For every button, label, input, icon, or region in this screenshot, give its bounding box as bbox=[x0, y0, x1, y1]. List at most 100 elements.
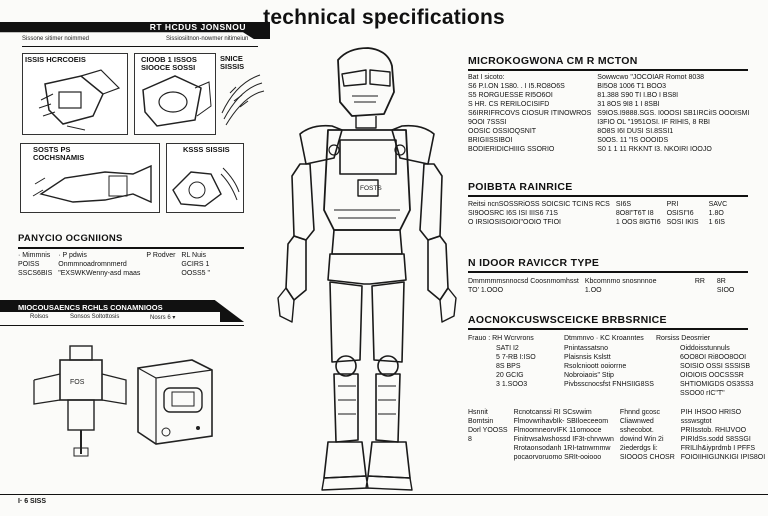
cell: 1 OOS 8IGTI6 bbox=[615, 219, 661, 226]
robot-pelvis bbox=[327, 253, 407, 285]
sec4-left-col-2: Pnintassatsno Plaisnsis Kslstt Rsolcnioo… bbox=[564, 344, 654, 389]
sec4-right-head-1: Rorsiss Deosrrier bbox=[656, 335, 711, 342]
cell: 1.8O bbox=[708, 210, 724, 217]
cell bbox=[468, 444, 514, 453]
cell: 2iederdgs li: bbox=[619, 445, 658, 452]
cell: Dmmmmmsnnocsd Coosnmomhsst bbox=[468, 278, 579, 285]
detail-box-leg: KSSS SISSIS bbox=[166, 143, 244, 213]
cell: BRIGIISSIBOI bbox=[468, 137, 513, 144]
table-row: Dorl YOOSS FlmoomneorvIFK 11omooce sshecob… bbox=[468, 426, 768, 435]
table-row: Rrotaonsodanh 1RI-tatnwrnmw 2iederdgs li:… bbox=[468, 444, 768, 453]
cell: 8 bbox=[468, 436, 472, 443]
cell: 8O8S I6I DUSI SI.8SSI1 bbox=[597, 128, 674, 135]
cell: SOSI IKIS bbox=[666, 219, 699, 226]
cell: Dorl YOOSS bbox=[468, 427, 508, 434]
cell: sshecobot. bbox=[619, 427, 654, 434]
robot-shoulder-right bbox=[391, 124, 435, 165]
cell: 1.OO bbox=[584, 287, 602, 294]
cell: PIRIdSs.sodd S8SSGI bbox=[680, 436, 751, 443]
operations-title: PANYCIO OCGNIIONS bbox=[18, 233, 123, 244]
cell: OOSIC OSSIOQSNIT bbox=[468, 128, 537, 135]
cell: FlmovwrihavbIk- SBIloeceeom bbox=[513, 418, 609, 425]
leg-detail-drawing bbox=[172, 167, 240, 207]
hand-detail-drawing bbox=[38, 69, 121, 131]
sec4-right-head-2: Oiddoisstunnuls bbox=[680, 345, 730, 352]
servo-box-drawing bbox=[137, 359, 213, 445]
cell: Rcnotcanssi RI SCsvwim bbox=[513, 409, 592, 416]
list-item: 3 1.SOO3 bbox=[496, 381, 528, 388]
detail-box-wires: SNICE SISSIS bbox=[216, 53, 268, 133]
detail-box-joint: CIOOB 1 ISSOS SIOOCE SOSSI bbox=[134, 53, 216, 135]
cell: pocaorvoruomo SRIt-ooiooo bbox=[513, 454, 602, 461]
robot-foot-right bbox=[367, 441, 411, 479]
cell bbox=[695, 286, 717, 295]
left-top-rule bbox=[22, 46, 258, 47]
table-row: OOSIC OSSIOQSNIT 8O8S I6I DUSI SI.8SSI1 bbox=[468, 127, 755, 136]
section-1-table: Bat I sicoto:Sowwcwo "JOCOIAR Romot 8038… bbox=[468, 73, 755, 154]
cell: SI6S bbox=[615, 201, 632, 208]
svg-text:FOS: FOS bbox=[70, 379, 85, 386]
cell: S5 RORGUESSE RI5O6OI bbox=[468, 92, 553, 99]
table-row: · Mimmnis · P pdwis P Rodver RL Nuis bbox=[18, 251, 216, 260]
cell: 8R bbox=[716, 278, 726, 285]
detail-box-hand: ISSIS HCRCOEIS bbox=[22, 53, 128, 135]
cell: S HR. CS RERILOCISIFD bbox=[468, 101, 550, 108]
cell: Hsnnit bbox=[468, 409, 488, 416]
joint-detail-drawing bbox=[142, 75, 212, 127]
robot-arm-right bbox=[419, 163, 443, 241]
actuator-module-drawing: FOS bbox=[33, 345, 127, 457]
cell: SAVC bbox=[708, 201, 728, 208]
cell bbox=[146, 269, 181, 278]
cell: Finitrwsalwshossd IF3t-chrvwwn bbox=[513, 436, 614, 443]
section-1-title: MICROKOGWONA CM R MCTON bbox=[468, 55, 638, 67]
table-row: Reitsi ncnSOSSRiOSS SOICSIC TCINS RCS SI6… bbox=[468, 200, 733, 209]
list-item: SHTIOMIGDS OS3SS3 bbox=[680, 381, 754, 388]
sec4-left-col-1: SATI I2 5 7-RB I:ISO 8S BPS 20 GCIG 3 1.… bbox=[496, 344, 536, 389]
cell: Bomtsin bbox=[468, 418, 494, 425]
cell: FRILIh&iyprdmb I PFFS bbox=[680, 445, 756, 452]
cell: PRI bbox=[666, 201, 679, 208]
section-1-rule bbox=[468, 69, 748, 71]
cell: S6IRRIFRCOVS CIOSUR ITINOWROS bbox=[468, 110, 592, 117]
cell: OOSS5 " bbox=[181, 270, 210, 277]
cell: SIOO bbox=[716, 287, 735, 294]
mech-sub-2: Sonsos Soltottosis bbox=[70, 314, 120, 320]
cell: 31 8OS 9I8 1 I 8SBI bbox=[597, 101, 660, 108]
list-item: OIOIOIS OOCSSSR bbox=[680, 372, 744, 379]
sec4-right-col: 6OO8OI Ri8OO8OOI SOISIO OSSI SSSISB OIOI… bbox=[680, 353, 754, 398]
cell: RR bbox=[694, 278, 705, 285]
robot-leg-left bbox=[329, 281, 363, 363]
cell: Reitsi ncnSOSSRiOSS SOICSIC TCINS RCS bbox=[468, 201, 610, 208]
list-item: Rsolcnioott ooiorrne bbox=[564, 363, 627, 370]
cell: P Rodver bbox=[146, 252, 176, 259]
cell: I3FIO OL "1951OSI. IF RIHIS, 8 RBI bbox=[597, 119, 711, 126]
cell: Bat I sicoto: bbox=[468, 74, 505, 81]
cell: Rrotaonsodanh 1RI-tatnwrnmw bbox=[513, 445, 611, 452]
cell bbox=[146, 260, 181, 269]
section-3-title: N IDOOR RAVICCR TYPE bbox=[468, 257, 600, 269]
cell: "EXSWKWenny-asd maas bbox=[58, 270, 141, 277]
list-item: 6OO8OI Ri8OO8OOI bbox=[680, 354, 747, 361]
cell: BODIERIDICHIIIG SSORIO bbox=[468, 146, 555, 153]
cell: 8O8I"T6T I8 bbox=[615, 210, 654, 217]
robot-arm-left bbox=[291, 163, 315, 241]
callout-label: ISSIS HCRCOEIS bbox=[25, 55, 86, 64]
left-banner-sub: Sissone sitimer noimmed bbox=[22, 36, 90, 42]
section-2-table: Reitsi ncnSOSSRiOSS SOICSIC TCINS RCS SI6… bbox=[468, 200, 733, 227]
left-banner-sub-2: Sissiosiitnon-nowmer nitimeiun bbox=[166, 36, 249, 42]
cell: SSCS6BIS bbox=[18, 270, 53, 277]
detail-box-arm: SOSTS PS COCHSNAMIS bbox=[20, 143, 160, 213]
cell: S9IOS.I9888.SGS. I0OOSI SB1IRCiIS OOOISM… bbox=[597, 110, 750, 117]
list-item: Pnintassatsno bbox=[564, 345, 608, 352]
robot-foot-left bbox=[323, 441, 367, 479]
list-item: 8S BPS bbox=[496, 363, 521, 370]
cell: FlmoomneorvIFK 11omooce bbox=[513, 427, 602, 434]
